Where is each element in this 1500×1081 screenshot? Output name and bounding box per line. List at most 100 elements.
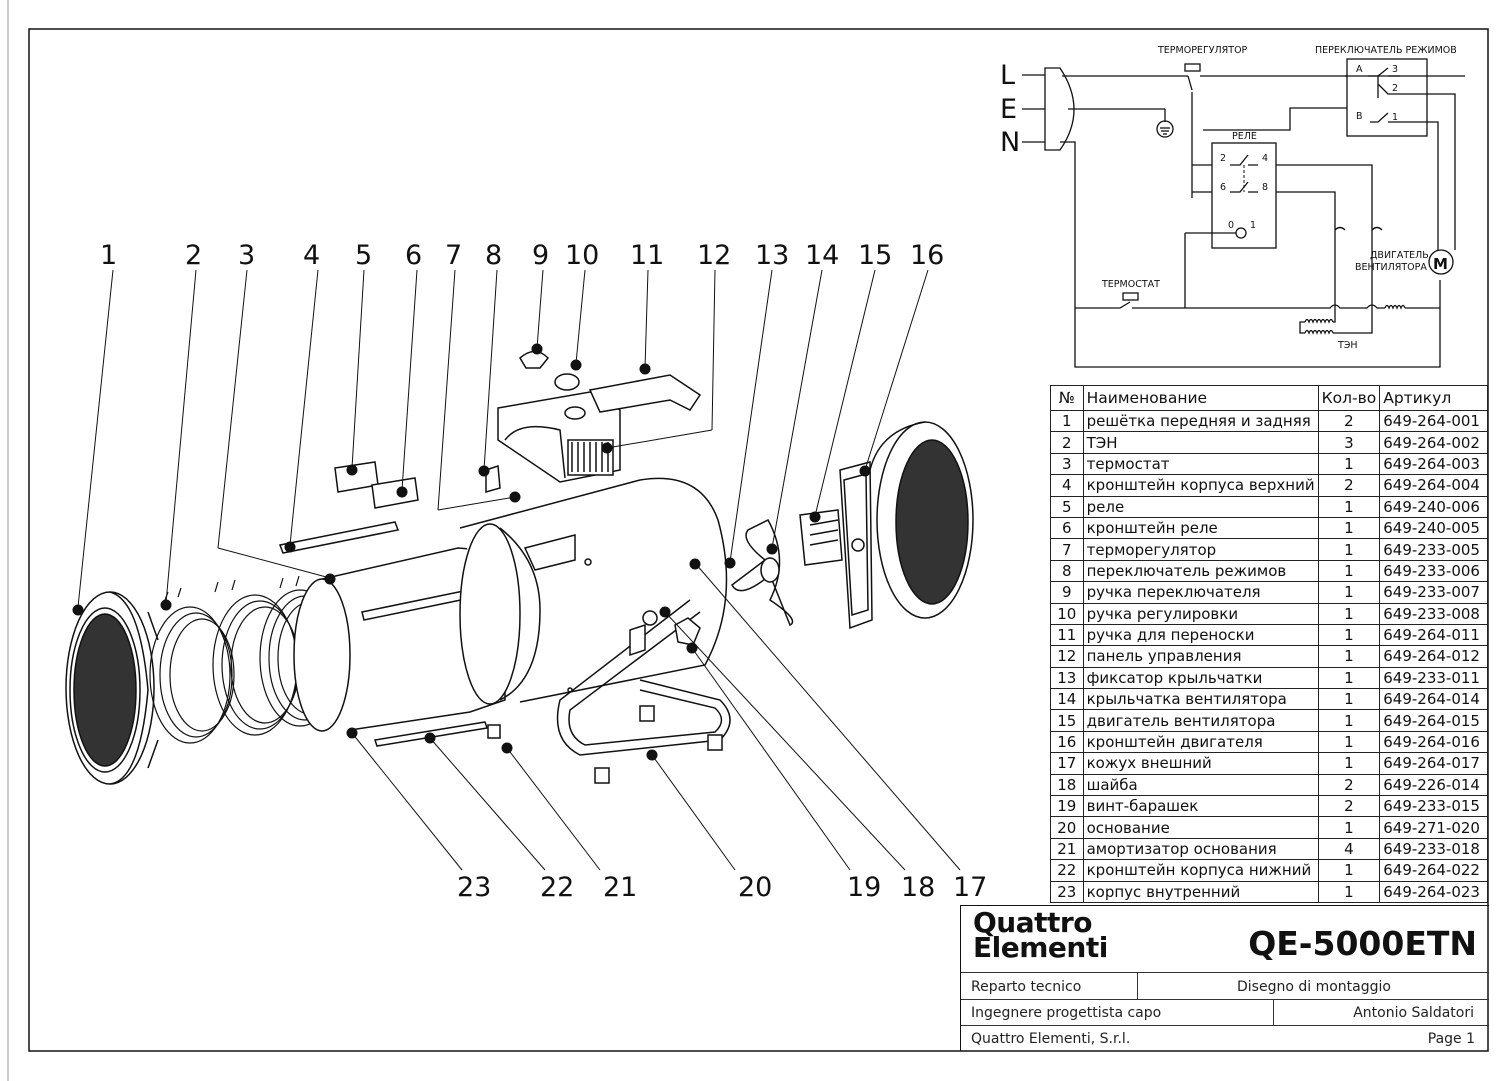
row-name: корпус внутренний <box>1082 880 1319 903</box>
motor-symbol: M <box>1433 255 1448 273</box>
callout-1: 1 <box>100 240 117 271</box>
callout-4: 4 <box>303 240 320 271</box>
mode-switch-box <box>1346 58 1428 137</box>
row-name: панель управления <box>1082 645 1319 668</box>
row-name: ТЭН <box>1082 431 1319 454</box>
row-name: крыльчатка вентилятора <box>1082 688 1319 711</box>
row-no: 3 <box>1050 452 1084 476</box>
leader-lines <box>77 269 961 871</box>
row-qty: 1 <box>1317 516 1381 540</box>
relay-terminal-6: 6 <box>1220 182 1226 193</box>
title-block: Quattro Elementi QE-5000ETN Reparto tecn… <box>960 905 1489 1051</box>
row-qty: 1 <box>1317 602 1381 625</box>
relay-terminal-2: 2 <box>1220 153 1226 164</box>
base-frame <box>487 599 731 784</box>
row-name: кронштейн корпуса нижний <box>1082 859 1319 882</box>
row-qty: 1 <box>1317 623 1381 647</box>
row-article: 649-264-002 <box>1379 431 1488 454</box>
company-name: Quattro Elementi, S.r.l. <box>971 1031 1131 1047</box>
row-article: 649-240-005 <box>1379 516 1488 540</box>
relay-terminal-1: 1 <box>1250 220 1256 231</box>
brand-line-2: Elementi <box>973 931 1108 964</box>
row-name: терморегулятор <box>1082 538 1319 561</box>
row-qty: 1 <box>1317 688 1381 711</box>
fan-motor <box>799 509 843 566</box>
row-name: ручка для переноски <box>1082 623 1319 647</box>
row-no: 22 <box>1050 859 1084 882</box>
leader-dots <box>72 343 871 761</box>
switch-terminal-2: 2 <box>1392 83 1398 94</box>
model-number: QE-5000ETN <box>1248 924 1477 963</box>
drawing-type: Disegno di montaggio <box>1137 973 1490 1000</box>
callout-19: 19 <box>847 872 881 903</box>
row-no: 1 <box>1050 409 1084 433</box>
row-qty: 1 <box>1317 752 1381 775</box>
row-no: 13 <box>1050 666 1084 690</box>
callout-20: 20 <box>738 872 772 903</box>
control-panel <box>485 350 702 493</box>
row-article: 649-233-008 <box>1379 602 1488 625</box>
row-name: шайба <box>1082 773 1319 797</box>
header-article: Артикул <box>1379 385 1488 411</box>
row-qty: 2 <box>1317 795 1381 818</box>
wing-screw <box>629 610 701 657</box>
header-no: № <box>1050 385 1084 411</box>
row-no: 6 <box>1050 516 1084 540</box>
row-qty: 2 <box>1317 474 1381 497</box>
fan-impeller <box>731 519 794 627</box>
brand-logo: Quattro Elementi <box>973 909 1108 964</box>
callout-22: 22 <box>540 872 574 903</box>
row-article: 649-233-018 <box>1379 837 1488 861</box>
switch-terminal-3: 3 <box>1392 64 1398 75</box>
outer-shroud <box>459 477 728 705</box>
row-name: кронштейн корпуса верхний <box>1082 474 1319 497</box>
callout-18: 18 <box>901 872 935 903</box>
row-no: 8 <box>1050 559 1084 583</box>
exploded-view <box>65 269 974 871</box>
row-name: кронштейн двигателя <box>1082 730 1319 754</box>
callout-21: 21 <box>603 872 637 903</box>
dept-label: Reparto tecnico <box>971 978 1082 995</box>
row-no: 21 <box>1050 837 1084 861</box>
fan-motor-label-2: ВЕНТИЛЯТОРА <box>1355 262 1427 273</box>
row-name: амортизатор основания <box>1082 837 1319 861</box>
row-article: 649-226-014 <box>1379 773 1488 797</box>
row-no: 14 <box>1050 688 1084 711</box>
mode-switch-label: ПЕРЕКЛЮЧАТЕЛЬ РЕЖИМОВ <box>1315 45 1457 56</box>
row-article: 649-233-015 <box>1379 795 1488 818</box>
row-qty: 1 <box>1317 666 1381 690</box>
row-name: реле <box>1082 495 1319 518</box>
thermostat-label: ТЕРМОСТАТ <box>1101 279 1160 290</box>
row-qty: 4 <box>1317 837 1381 861</box>
row-no: 20 <box>1050 816 1084 839</box>
row-article: 649-264-015 <box>1379 709 1488 732</box>
row-article: 649-264-003 <box>1379 452 1488 476</box>
row-article: 649-264-017 <box>1379 752 1488 775</box>
thermoregulator-symbol <box>1184 63 1201 72</box>
relay-terminal-8: 8 <box>1262 182 1268 193</box>
row-article: 649-264-022 <box>1379 859 1488 882</box>
row-name: ручка регулировки <box>1082 602 1319 625</box>
callout-16: 16 <box>910 240 944 271</box>
row-no: 23 <box>1050 880 1084 903</box>
row-article: 649-264-012 <box>1379 645 1488 668</box>
row-qty: 2 <box>1317 773 1381 797</box>
callout-15: 15 <box>858 240 892 271</box>
row-qty: 2 <box>1317 409 1381 433</box>
callout-12: 12 <box>697 240 731 271</box>
